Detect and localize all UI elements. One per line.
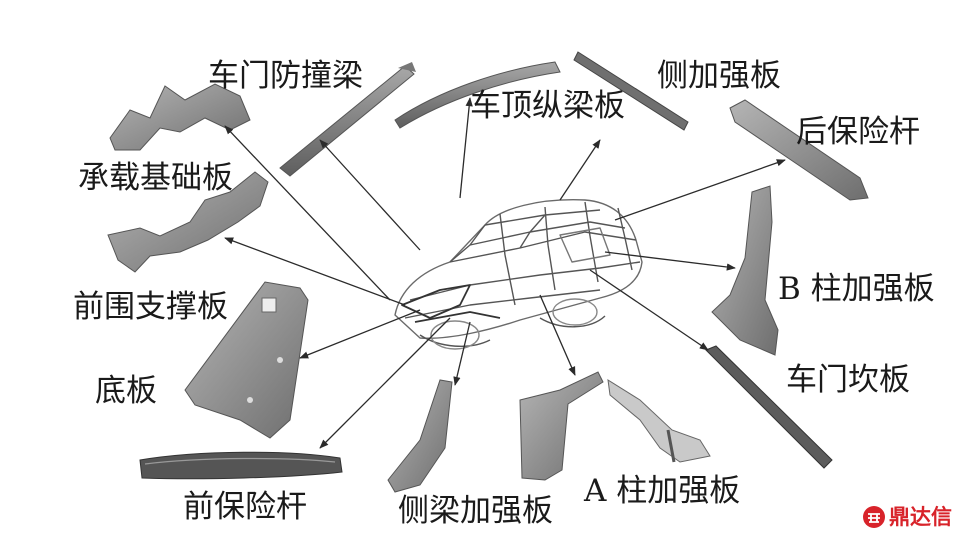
load-base-plate-part bbox=[109, 83, 251, 151]
label-rear-bumper-bar: 后保险杆 bbox=[796, 114, 920, 150]
label-dash-support-plate: 前围支撑板 bbox=[73, 289, 228, 325]
label-front-bumper-bar: 前保险杆 bbox=[183, 489, 307, 525]
side-reinforcement-part bbox=[573, 51, 689, 131]
brand-logo: 鼎达信 bbox=[862, 504, 952, 530]
label-door-impact-beam: 车门防撞梁 bbox=[208, 58, 363, 94]
side-beam-reinforcement-part bbox=[387, 379, 453, 493]
arrow-door-impact-beam bbox=[319, 139, 421, 251]
label-a-pillar-reinforcement: A 柱加强板 bbox=[584, 473, 741, 509]
arrow-front-bumper-bar bbox=[319, 317, 451, 449]
arrow-door-sill-plate bbox=[589, 269, 709, 351]
arrow-floor-panel bbox=[299, 309, 421, 359]
arrow-side-beam-reinforcement bbox=[453, 321, 471, 386]
b-pillar-reinforcement-part bbox=[711, 185, 779, 356]
rear-bumper-bar-part bbox=[729, 99, 869, 201]
label-floor-panel: 底板 bbox=[95, 373, 157, 409]
door-sill-plate-part bbox=[705, 345, 833, 469]
arrow-b-pillar-reinforcement bbox=[604, 251, 736, 271]
floor-panel-part bbox=[184, 281, 309, 439]
label-roof-rail: 车顶纵梁板 bbox=[470, 88, 625, 124]
label-side-reinforcement: 侧加强板 bbox=[657, 58, 781, 94]
dingdaxin-logo-icon bbox=[863, 506, 885, 528]
arrow-a-pillar-reinforcement bbox=[539, 294, 576, 376]
a-pillar-reinforcement-part bbox=[519, 371, 711, 481]
label-door-sill-plate: 车门坎板 bbox=[786, 362, 910, 398]
arrow-load-base-plate bbox=[224, 125, 391, 301]
front-bumper-bar-part bbox=[139, 451, 343, 480]
arrow-side-reinforcement bbox=[559, 139, 601, 201]
label-load-base-plate: 承载基础板 bbox=[78, 160, 233, 196]
label-side-beam-reinforcement: 侧梁加强板 bbox=[398, 493, 553, 529]
car-body-frame bbox=[394, 199, 643, 350]
arrow-dash-support-plate bbox=[224, 237, 406, 306]
dash-support-plate-part bbox=[107, 171, 269, 273]
arrow-roof-rail bbox=[459, 97, 473, 199]
logo-text: 鼎达信 bbox=[889, 504, 952, 529]
door-impact-beam-part bbox=[279, 62, 416, 177]
label-b-pillar-reinforcement: B 柱加强板 bbox=[778, 271, 935, 307]
arrow-rear-bumper-bar bbox=[614, 159, 786, 221]
leader-arrows bbox=[224, 97, 786, 449]
roof-rail-part bbox=[394, 61, 561, 129]
